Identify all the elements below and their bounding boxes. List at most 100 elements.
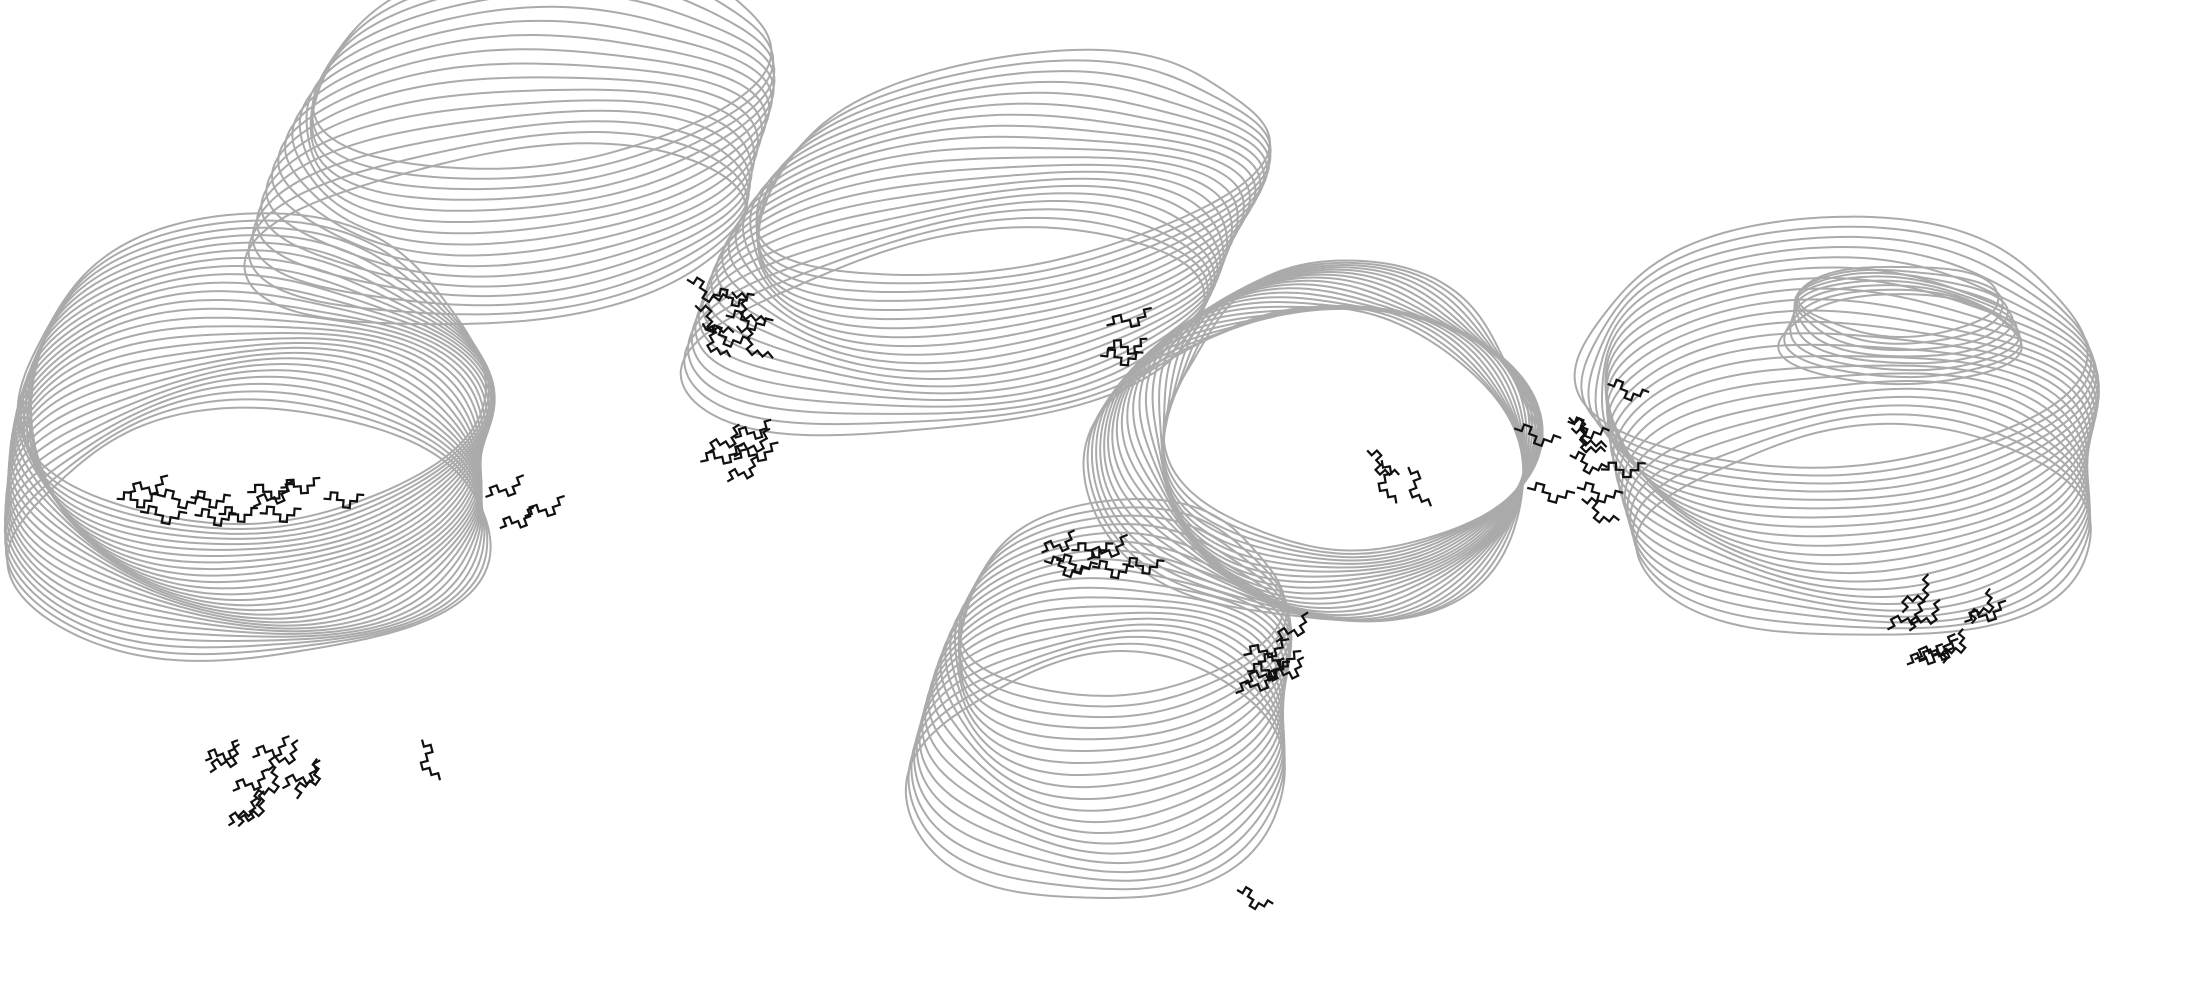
connector-clip — [686, 276, 731, 304]
contour-line — [1608, 332, 2092, 566]
contour-line — [1612, 354, 2089, 583]
contour-line — [710, 163, 1233, 373]
connector-clip — [1106, 306, 1152, 329]
contour-line — [958, 506, 1288, 708]
connector-clip — [524, 494, 565, 518]
connector-clip — [1968, 587, 1995, 625]
connector-clip — [1964, 599, 2007, 623]
connector-clip — [499, 506, 535, 530]
contour-line — [310, 0, 776, 191]
contour-line — [1604, 266, 2100, 510]
contour-line — [1623, 387, 2091, 612]
connector-clip — [1581, 496, 1620, 524]
contour-line — [904, 650, 1286, 900]
contour-line — [16, 212, 488, 526]
contour-line — [1783, 288, 2023, 379]
connector-clip — [1607, 378, 1650, 402]
connector-clip — [1092, 559, 1135, 580]
connector-clip — [116, 491, 159, 509]
contour-line — [687, 208, 1213, 415]
connector-clip — [1271, 656, 1305, 682]
contour-line — [1151, 276, 1543, 578]
contour-line — [907, 642, 1286, 891]
connector-clip — [700, 444, 743, 465]
contour-line — [284, 48, 767, 246]
contour-line — [1107, 307, 1526, 617]
connector-clip — [1247, 660, 1291, 679]
contour-line — [247, 130, 749, 316]
connector-clip — [281, 759, 321, 790]
connector-clip — [127, 474, 169, 496]
contour-line — [1162, 270, 1544, 569]
connector-clip — [218, 505, 258, 523]
contour-line — [1605, 276, 2100, 519]
connector-clip — [1600, 461, 1646, 479]
contour-line — [1099, 306, 1526, 621]
contour-line — [1082, 306, 1525, 623]
contour-line — [1605, 287, 2100, 528]
connector-clip — [1918, 637, 1959, 663]
connector-clip — [1570, 426, 1607, 454]
contour-line — [910, 635, 1286, 882]
connector-clip — [252, 735, 290, 759]
contour-line — [1161, 266, 1543, 562]
contour-line — [953, 540, 1293, 753]
contour-line — [4, 398, 489, 656]
connector-clip — [733, 427, 771, 458]
contour-line — [26, 234, 494, 540]
connector-clip — [712, 287, 755, 308]
contour-line — [1796, 265, 2000, 339]
left-lobe — [3, 212, 496, 662]
connector-clip — [694, 304, 735, 334]
connector-clip — [259, 505, 302, 524]
right-lobe — [1573, 215, 2100, 636]
connector-clip — [1940, 627, 1967, 664]
connector-clip — [1107, 337, 1148, 355]
connector-clip — [323, 491, 365, 510]
connector-clip — [1366, 449, 1401, 477]
contour-line — [1789, 284, 2021, 372]
connector-clip — [734, 418, 772, 441]
contour-line — [1158, 273, 1544, 573]
connector-clip — [1900, 573, 1930, 614]
contour-line — [3, 382, 484, 642]
connector-clip — [280, 476, 321, 495]
contour-line — [931, 586, 1287, 812]
contour-line — [1573, 215, 2089, 469]
contour-line — [270, 76, 759, 268]
connector-clip — [731, 291, 767, 323]
contour-line — [1090, 304, 1525, 623]
contour-line — [291, 34, 771, 235]
contour-line — [298, 19, 773, 224]
contour-line — [679, 226, 1206, 437]
contour-line — [749, 102, 1266, 321]
contour-line — [1103, 306, 1526, 619]
connector-clip — [419, 739, 442, 781]
connector-clip — [194, 507, 237, 527]
connector-clip — [190, 489, 232, 510]
connector-clip — [701, 322, 732, 358]
contour-line — [757, 80, 1271, 302]
connector-clip — [252, 480, 294, 508]
connector-clip — [209, 743, 241, 774]
lower-center-ring — [904, 498, 1293, 900]
upper-left-lobe — [243, 0, 776, 326]
contour-line — [1162, 268, 1544, 565]
connector-clip — [725, 309, 774, 332]
connector-layer — [116, 276, 2007, 911]
connector-clip — [1513, 423, 1562, 448]
connector-clip — [1100, 348, 1144, 367]
connector-clip — [1526, 481, 1576, 504]
upper-right-lobe — [1777, 265, 2023, 386]
connector-clip — [293, 757, 322, 800]
contour-line — [1620, 379, 2090, 606]
contour-line — [1795, 268, 2004, 345]
contour-line — [690, 199, 1216, 408]
contour-line — [1617, 372, 2089, 599]
contour-line — [6, 406, 492, 662]
connector-clip — [1257, 649, 1302, 669]
connector-clip — [139, 504, 188, 526]
connector-clip — [1569, 450, 1608, 475]
connector-clip — [1886, 599, 1926, 631]
